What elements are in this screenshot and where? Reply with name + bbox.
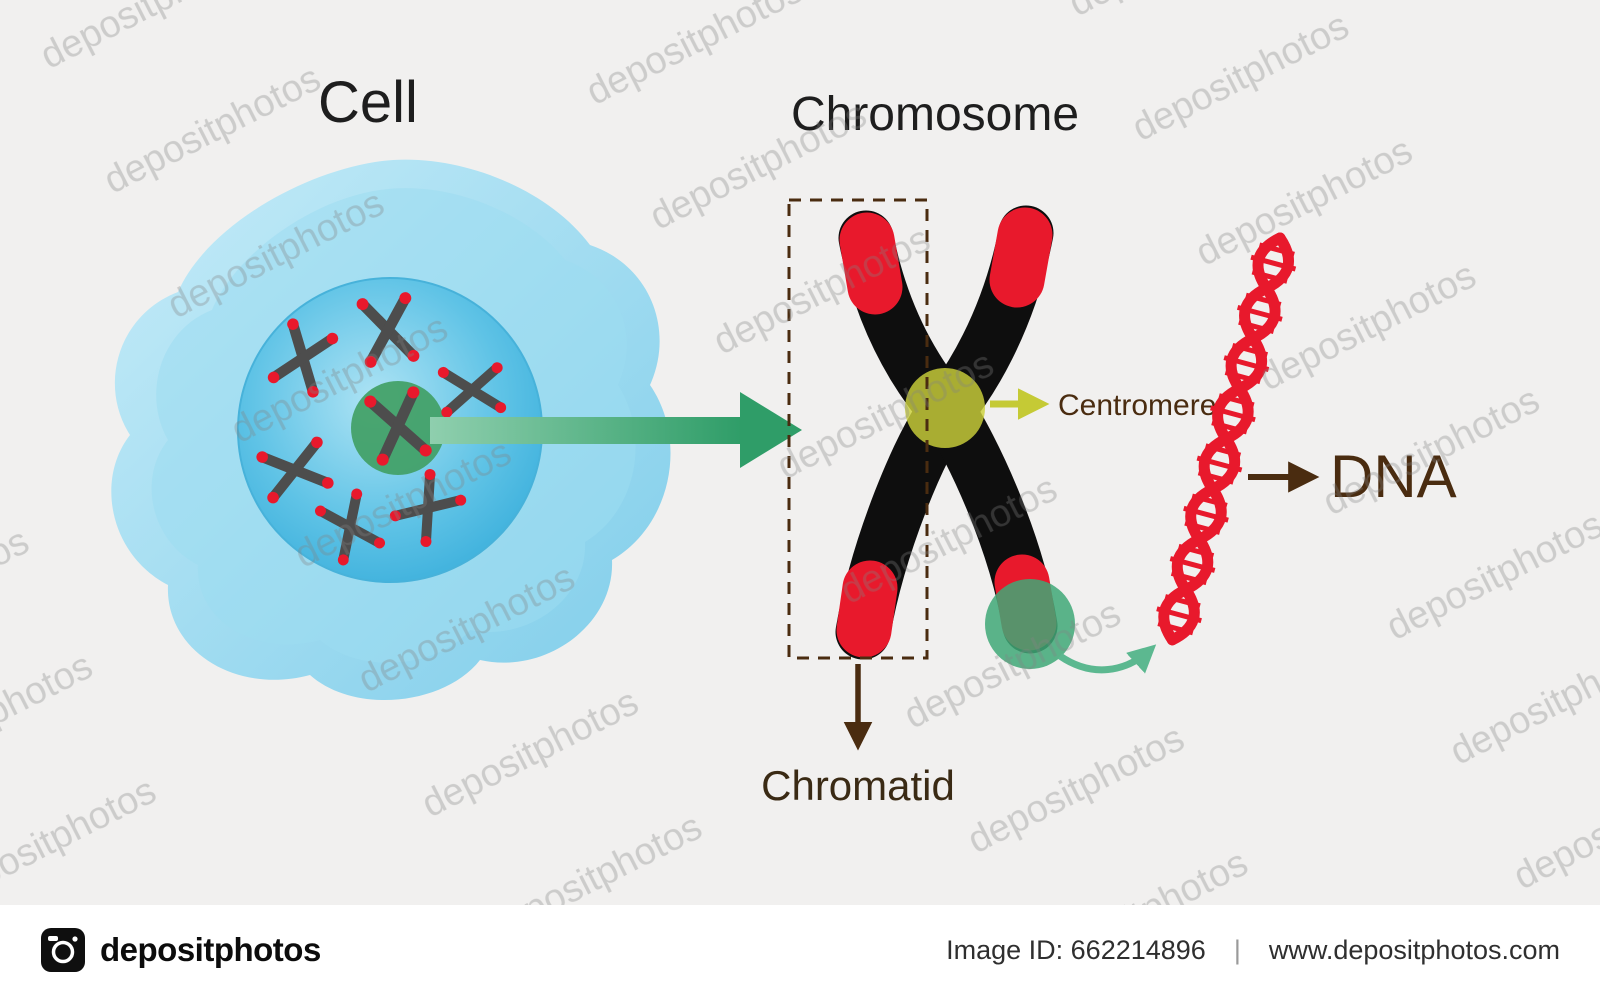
watermark-overlay bbox=[0, 0, 1600, 905]
brand: depositphotos bbox=[40, 927, 321, 973]
image-meta: Image ID: 662214896 | www.depositphotos.… bbox=[946, 935, 1560, 966]
biology-diagram-svg: depositphotos Cell Chromosome bbox=[0, 0, 1600, 905]
brand-name: depositphotos bbox=[100, 931, 321, 968]
footer-bar: depositphotos Image ID: 662214896 | www.… bbox=[0, 905, 1600, 995]
image-id: Image ID: 662214896 bbox=[946, 934, 1206, 965]
website-url: www.depositphotos.com bbox=[1268, 934, 1560, 965]
meta-divider: | bbox=[1233, 934, 1241, 965]
camera-logo-icon bbox=[41, 928, 85, 972]
